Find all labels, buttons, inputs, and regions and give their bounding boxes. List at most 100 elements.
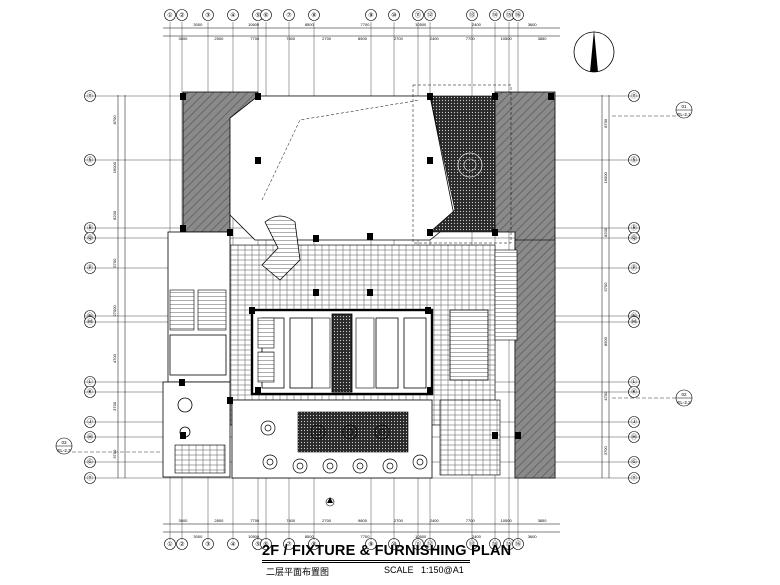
column bbox=[179, 379, 185, 386]
grid-bubble-label: Ⓡ bbox=[87, 224, 93, 232]
column bbox=[425, 307, 431, 314]
dining-table bbox=[322, 458, 338, 474]
dimension-value: 2400 bbox=[430, 36, 440, 41]
dining-table bbox=[374, 424, 390, 440]
dimension-value: 7700 bbox=[361, 534, 371, 539]
dimension-value: 7400 bbox=[286, 36, 296, 41]
dimension-value: 3000 bbox=[193, 534, 203, 539]
dimension-value: 5700 bbox=[112, 258, 117, 268]
column bbox=[492, 229, 498, 236]
grid-bubble-label: ⑪ bbox=[415, 540, 421, 548]
dimension-value: 3850 bbox=[538, 518, 548, 523]
grid-bubble-label: Ⓠ bbox=[631, 234, 637, 242]
dining-table bbox=[412, 454, 428, 470]
dimension-value: 10500 bbox=[501, 36, 513, 41]
dimension-value: 7700 bbox=[361, 22, 371, 27]
dimension-value: 8200 bbox=[603, 227, 608, 237]
column bbox=[180, 225, 186, 232]
grid-bubble-label: ④ bbox=[230, 12, 235, 19]
svg-text:02: 02 bbox=[681, 392, 687, 397]
dimension-value: 7700 bbox=[250, 518, 260, 523]
building-footprint bbox=[162, 84, 556, 479]
dining-table-center bbox=[296, 462, 304, 470]
grid-bubble-label: ⑯ bbox=[515, 11, 521, 19]
dimension-value: 7700 bbox=[466, 518, 476, 523]
grid-bubble-label: ⑤ bbox=[255, 541, 260, 548]
grid-bubble-label: ③ bbox=[205, 541, 210, 548]
svg-text:EL-2.2: EL-2.2 bbox=[677, 400, 691, 405]
column bbox=[255, 157, 261, 164]
dimension-value: 10600 bbox=[248, 22, 260, 27]
dimension-value: 8500 bbox=[305, 534, 315, 539]
grid-bubble bbox=[176, 9, 188, 21]
grid-bubble-label: Ⓛ bbox=[87, 378, 93, 386]
grid-bubble-label: ⑫ bbox=[427, 11, 433, 19]
dining-table-center bbox=[378, 428, 386, 436]
dimension-value: 3000 bbox=[179, 518, 189, 523]
grid-bubble-label: ⑯ bbox=[515, 540, 521, 548]
grid-bubble-label: ⑭ bbox=[492, 540, 498, 548]
dining-table-center bbox=[356, 462, 364, 470]
dimension-value: 2500 bbox=[214, 36, 224, 41]
dimension-value: 4700 bbox=[603, 391, 608, 401]
grid-bubble bbox=[202, 9, 214, 21]
dimension-value: 3600 bbox=[528, 22, 538, 27]
column bbox=[367, 289, 373, 296]
column bbox=[515, 432, 521, 439]
column bbox=[492, 432, 498, 439]
dimension-value: 3600 bbox=[528, 534, 538, 539]
grid-bubble bbox=[164, 9, 176, 21]
grid-bubble bbox=[512, 9, 524, 21]
grid-bubble-label: ⑪ bbox=[415, 11, 421, 19]
dimension-value: 2400 bbox=[430, 518, 440, 523]
column bbox=[180, 93, 186, 100]
dimension-value: 7400 bbox=[286, 518, 296, 523]
dining-table-center bbox=[266, 458, 274, 466]
column bbox=[227, 397, 233, 404]
column bbox=[427, 93, 433, 100]
grid-bubble-label: ⑩ bbox=[391, 541, 396, 548]
grid-bubble-label: Ⓡ bbox=[631, 224, 637, 232]
grid-bubble-label: ① bbox=[167, 12, 172, 19]
column bbox=[255, 93, 261, 100]
grid-bubble-label: Ⓗ bbox=[87, 433, 93, 441]
dimension-value: 7700 bbox=[466, 36, 476, 41]
grid-bubble bbox=[489, 9, 501, 21]
dining-table bbox=[352, 458, 368, 474]
dining-table bbox=[310, 424, 326, 440]
column bbox=[180, 432, 186, 439]
atrium-void bbox=[229, 95, 456, 241]
dimension-value: 27000 bbox=[112, 305, 117, 317]
grid-bubble-label: ⑧ bbox=[311, 541, 316, 548]
drawing-title: 2F / FIXTURE & FURNISHING PLAN bbox=[262, 543, 512, 559]
dimension-value: 3700 bbox=[112, 449, 117, 459]
dimension-lines bbox=[117, 27, 610, 533]
scale-value: 1:150@A1 bbox=[421, 565, 464, 575]
dining-table bbox=[260, 420, 276, 436]
dimension-value: 10500 bbox=[415, 534, 427, 539]
grid-bubble-label: ② bbox=[179, 12, 184, 19]
dimension-value: 8700 bbox=[603, 118, 608, 128]
grid-bubble-label: ⑬ bbox=[469, 540, 475, 548]
dimension-value: 8500 bbox=[358, 36, 368, 41]
grid-bubble-label: Ⓙ bbox=[631, 418, 637, 426]
title-underline-2 bbox=[262, 562, 470, 563]
dimension-values: 3000 10600 8500 7700 10500 2400 3600 3000 2500 77… bbox=[112, 22, 608, 539]
column bbox=[548, 93, 554, 100]
dining-table bbox=[262, 454, 278, 470]
dimension-value: 8200 bbox=[112, 210, 117, 220]
dimension-value: 2400 bbox=[472, 534, 482, 539]
column bbox=[313, 289, 319, 296]
dining-table-center bbox=[326, 462, 334, 470]
grid-bubble-label: Ⓢ bbox=[87, 156, 93, 164]
section-markers: 01 EL-2.1 02 EL-2.2 03 EL-2.3 bbox=[55, 101, 693, 455]
dimension-value: 9800 bbox=[358, 518, 368, 523]
grid-bubble-label: ⑦ bbox=[286, 12, 291, 19]
dimension-value: 3700 bbox=[603, 445, 608, 455]
dimension-value: 2700 bbox=[322, 36, 332, 41]
dimension-value: 3000 bbox=[193, 22, 203, 27]
grid-bubble-label: ⑫ bbox=[427, 540, 433, 548]
dimension-value: 16000 bbox=[112, 161, 117, 173]
grid-bubble-label: ③ bbox=[205, 12, 210, 19]
grid-bubble-label: Ⓣ bbox=[631, 474, 637, 482]
